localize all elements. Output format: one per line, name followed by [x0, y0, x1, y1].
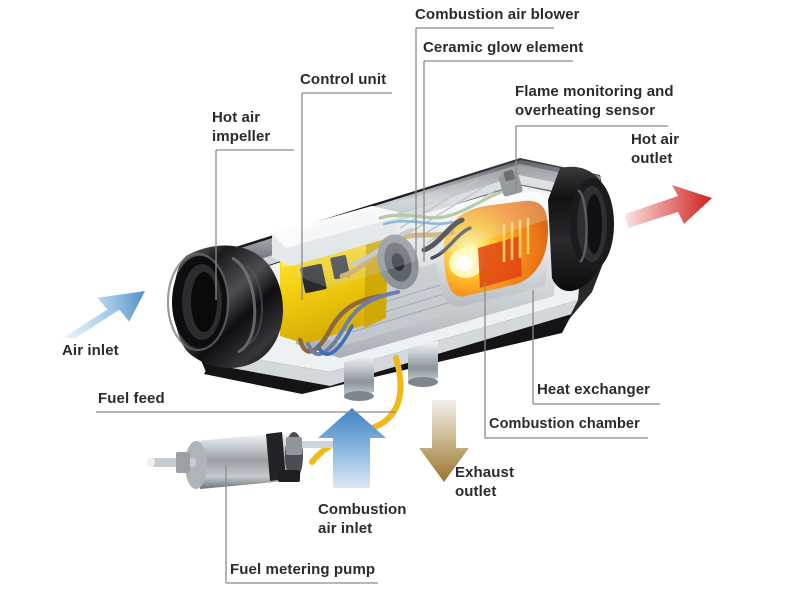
callout-ceramic-glow-element: Ceramic glow element: [423, 39, 584, 56]
combustion-air-inlet-arrow: [318, 408, 386, 488]
callout-heat-exchanger: Heat exchanger: [537, 381, 651, 398]
air-inlet-arrow: [62, 291, 146, 339]
callout-air-inlet: Air inlet: [62, 342, 119, 359]
callout-combustion-chamber: Combustion chamber: [489, 416, 640, 432]
callout-hot-air-impeller: Hot air impeller: [212, 109, 271, 145]
callout-combustion-air-inlet: Combustion air inlet: [318, 501, 407, 537]
bottom-pipe-stubs: [344, 341, 438, 401]
callout-control-unit: Control unit: [300, 71, 387, 88]
hot-air-impeller: [166, 245, 283, 368]
callout-combustion-air-blower: Combustion air blower: [415, 6, 580, 23]
fuel-metering-pump: [147, 432, 352, 489]
callout-exhaust-outlet: Exhaust outlet: [455, 464, 515, 500]
callout-hot-air-outlet: Hot air outlet: [631, 131, 680, 167]
callout-flame-monitoring-sensor: Flame monitoring and overheating sensor: [515, 83, 674, 119]
exhaust-outlet-arrow: [419, 400, 469, 482]
callout-fuel-metering-pump: Fuel metering pump: [230, 561, 376, 578]
hot-air-outlet-nozzle: [548, 166, 614, 292]
cutaway-sheen: [296, 164, 574, 288]
callout-fuel-feed: Fuel feed: [98, 390, 165, 407]
hot-air-outlet-arrow: [625, 185, 712, 228]
